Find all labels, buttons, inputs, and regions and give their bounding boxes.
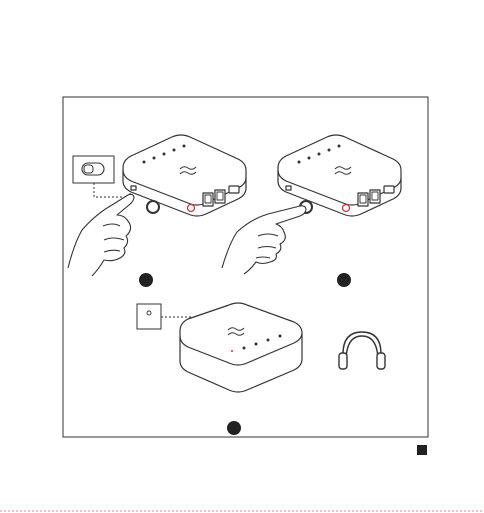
step-2-marker bbox=[337, 273, 351, 287]
headphones-icon bbox=[339, 332, 385, 369]
hand-pressing-button bbox=[222, 206, 306, 274]
square-marker-icon bbox=[417, 445, 427, 455]
pairing-indicator-icon bbox=[137, 304, 161, 329]
adapter-box-3 bbox=[180, 303, 302, 392]
adapter-box-2 bbox=[278, 135, 401, 216]
step-2-panel bbox=[222, 135, 401, 287]
adapter-box-1 bbox=[123, 135, 246, 216]
step-1-panel bbox=[68, 135, 246, 287]
slide-switch-icon bbox=[73, 156, 114, 183]
hand-pressing-switch bbox=[68, 194, 134, 276]
step-1-marker bbox=[139, 273, 153, 287]
step-3-marker bbox=[227, 421, 241, 435]
step-3-panel bbox=[137, 303, 385, 435]
